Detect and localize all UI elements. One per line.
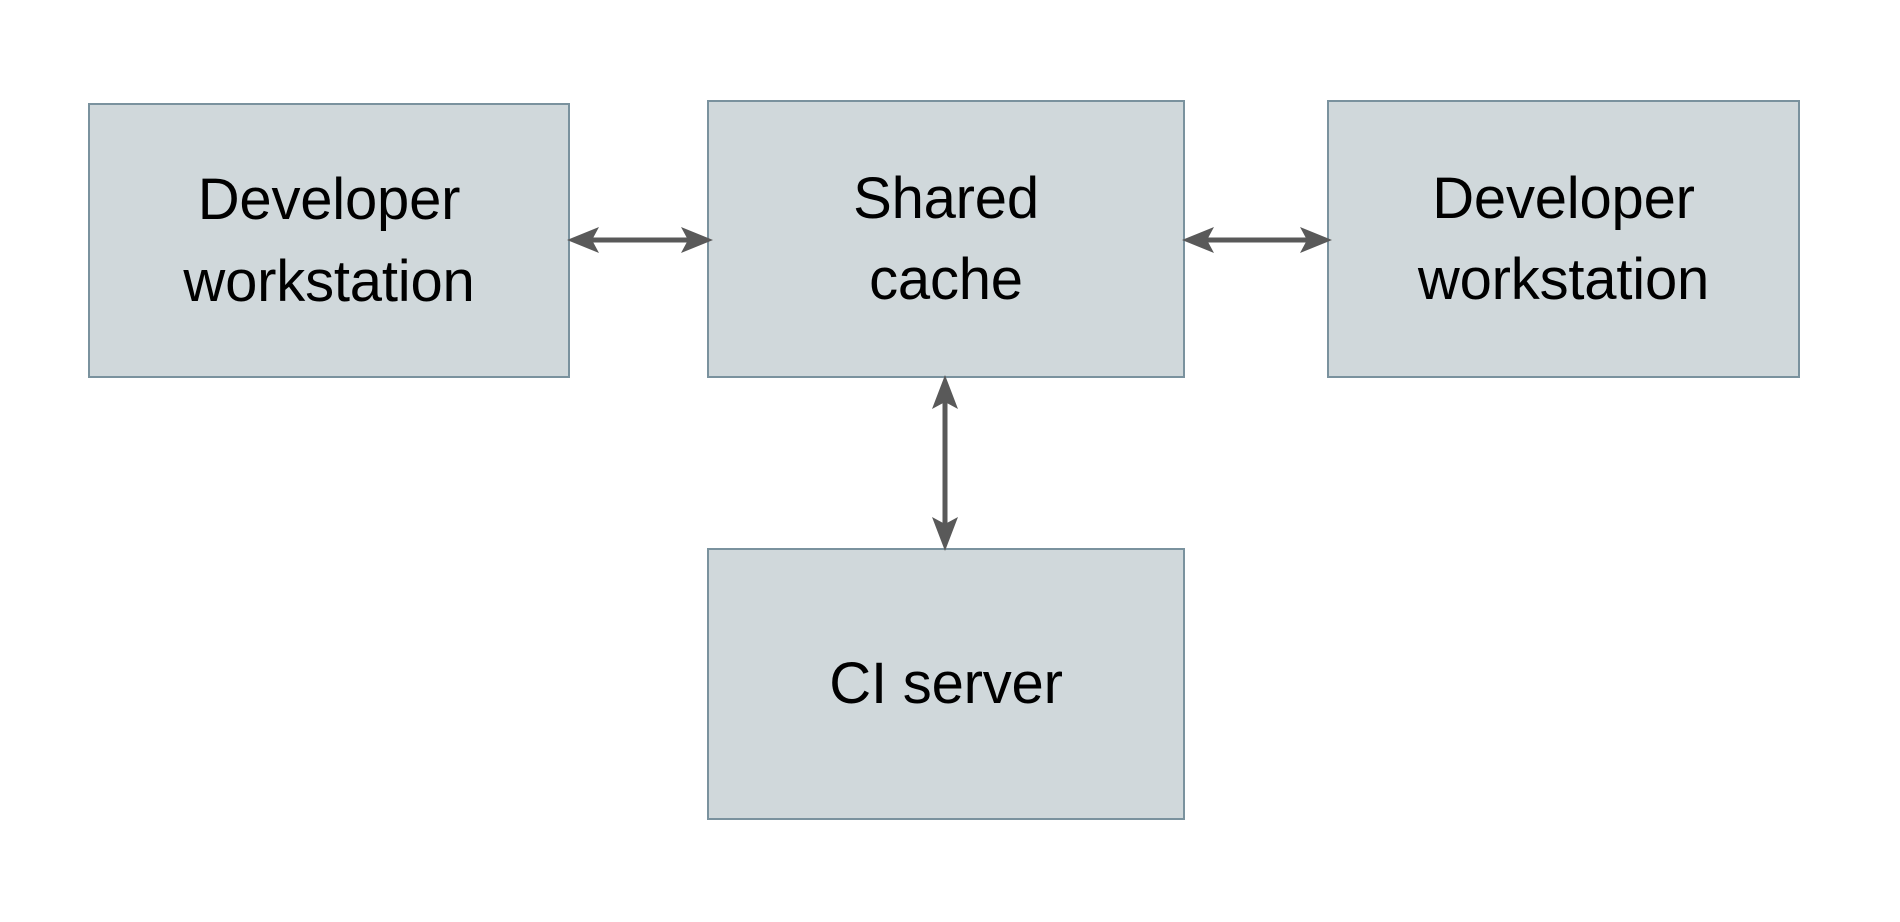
arrowhead-left-icon bbox=[1182, 227, 1214, 253]
arrowhead-up-icon bbox=[932, 375, 958, 409]
arrowhead-right-icon bbox=[681, 227, 713, 253]
edge-dev-left-to-shared-cache[interactable] bbox=[565, 205, 715, 275]
node-shared-cache[interactable]: Shared cache bbox=[707, 100, 1185, 378]
arrowhead-left-icon bbox=[567, 227, 599, 253]
node-developer-workstation-right[interactable]: Developer workstation bbox=[1327, 100, 1800, 378]
arrowhead-down-icon bbox=[932, 517, 958, 551]
node-ci-server[interactable]: CI server bbox=[707, 548, 1185, 820]
node-label: Shared cache bbox=[853, 165, 1039, 312]
node-label: CI server bbox=[829, 651, 1063, 717]
edge-shared-cache-to-ci-server[interactable] bbox=[910, 372, 980, 554]
node-label: Developer workstation bbox=[183, 167, 475, 314]
edge-shared-cache-to-dev-right[interactable] bbox=[1180, 205, 1334, 275]
node-developer-workstation-left[interactable]: Developer workstation bbox=[88, 103, 570, 378]
node-label: Developer workstation bbox=[1417, 165, 1710, 312]
arrowhead-right-icon bbox=[1300, 227, 1332, 253]
